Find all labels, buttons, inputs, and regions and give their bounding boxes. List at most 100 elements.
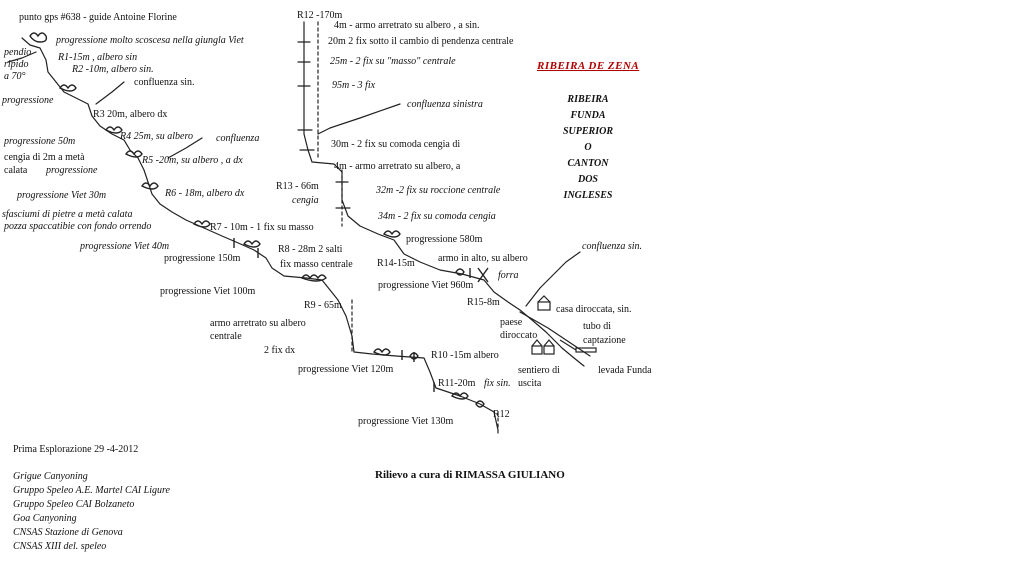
label-l55: progressione Viet 960m	[378, 280, 474, 291]
label-l62: sentiero di	[518, 365, 560, 376]
boulder-cluster-7	[242, 240, 261, 248]
label-l45: 4m - armo arretrato su albero, a	[334, 161, 461, 172]
label-l44: 30m - 2 fix su comoda cengia di	[331, 139, 461, 150]
label-l28: armo arretrato su albero	[210, 318, 306, 329]
label-l21: R7 - 10m - 1 fix su masso	[210, 222, 314, 233]
label-l63: levada Funda	[598, 365, 652, 376]
label-l51: confluenza sin.	[582, 241, 642, 252]
label-l38: R12 -170m	[297, 10, 343, 21]
page-title: RIBEIRA DE ZENA	[537, 60, 640, 72]
label-l31: progressione Viet 120m	[298, 364, 394, 375]
confluenza-branch-2	[167, 137, 203, 159]
label-l48: 32m -2 fix su roccione centrale	[376, 185, 501, 196]
canyon-line-r12	[303, 21, 585, 367]
label-l01: progressione molto scoscesa nella giungl…	[56, 35, 244, 46]
subtitle-line: O	[584, 142, 592, 153]
credit-line: Grigue Canyoning	[13, 471, 88, 482]
label-l03: ripido	[4, 59, 29, 70]
confluenza-sinistra-branch	[317, 103, 401, 135]
label-l19: sfasciumi di pietre a metà calata	[2, 209, 133, 220]
label-l41: 25m - 2 fix su "masso" centrale	[330, 56, 456, 67]
canyon-line-upper	[21, 37, 499, 431]
label-l24: R8 - 28m 2 salti	[278, 244, 343, 255]
boulder-cluster-9	[372, 348, 391, 356]
author-credit: Rilievo a cura di RIMASSA GIULIANO	[375, 469, 565, 481]
label-l13: cengia di 2m a metà	[4, 152, 85, 163]
credits-block: Prima Esplorazione 29 -4-2012 Grigue Can…	[13, 443, 170, 554]
boulder-cluster-5	[140, 182, 159, 190]
label-l33: R11-20m	[438, 378, 476, 389]
label-l26: progressione Viet 100m	[160, 286, 256, 297]
subtitle-block: RIBEIRA FUNDA SUPERIOR O CANTON DOS INGL…	[548, 92, 628, 204]
boulder-cluster-13	[382, 230, 401, 238]
paese-diroccato-icon-2	[543, 345, 555, 355]
label-l30: 2 fix dx	[264, 345, 296, 356]
pendio-branch	[7, 51, 37, 63]
label-l29: centrale	[210, 331, 242, 342]
label-l22: progressione Viet 40m	[80, 241, 170, 252]
credit-line: CNSAS XIII del. speleo	[13, 541, 107, 552]
boulder-cluster-6	[192, 220, 211, 228]
label-l27: R9 - 65m	[304, 300, 342, 311]
label-l56: R15-8m	[467, 297, 500, 308]
label-l05: R1-15m , albero sin	[58, 52, 138, 63]
label-l47: cengia	[292, 195, 319, 206]
label-l14: calata	[4, 165, 28, 176]
label-l15: progressione	[46, 165, 98, 176]
subtitle-line: CANTON	[567, 158, 609, 169]
label-l43: confluenza sinistra	[407, 99, 483, 110]
boulder-cluster-4	[124, 150, 143, 158]
label-l60: tubo di	[583, 321, 612, 332]
boulder-cluster-10	[409, 352, 419, 360]
label-l42: 95m - 3 fix	[332, 80, 376, 91]
label-l53: armo in alto, su albero	[438, 253, 528, 264]
label-l52: R14-15m	[377, 258, 415, 269]
label-l20: pozza spaccatibie con fondo orrendo	[4, 221, 152, 232]
boulder-cluster-11	[450, 392, 469, 400]
label-l16: R5 -20m, su albero , a dx	[142, 155, 243, 166]
boulder-cluster-3	[104, 126, 123, 134]
boulder-cluster-8	[300, 274, 327, 282]
track-line	[519, 311, 591, 357]
label-l46: R13 - 66m	[276, 181, 319, 192]
label-l06: R2 -10m, albero sin.	[72, 64, 154, 75]
casa-diroccata-icon	[537, 301, 551, 311]
label-l07: confluenza sin.	[134, 77, 195, 88]
label-l08: progressione	[2, 95, 54, 106]
label-l39: 4m - armo arretrato su albero , a sin.	[334, 20, 480, 31]
label-l04: a 70°	[4, 71, 26, 82]
label-l35: uscita	[518, 378, 542, 389]
subtitle-line: DOS	[577, 174, 598, 185]
credit-line: Gruppo Speleo A.E. Martel CAI Ligure	[13, 485, 170, 496]
label-l54: forra	[498, 270, 519, 281]
credit-line: Goa Canyoning	[13, 513, 77, 524]
label-l10: progressione 50m	[4, 136, 76, 147]
confluenza-branch-1	[95, 81, 125, 105]
confluenza-sin-branch	[525, 251, 581, 307]
label-l40: 20m 2 fix sotto il cambio di pendenza ce…	[328, 36, 514, 47]
label-l37: progressione Viet 130m	[358, 416, 454, 427]
label-l09: R3 20m, albero dx	[93, 109, 168, 120]
label-l11: R4 25m, su albero	[120, 131, 193, 142]
label-l02: pendio	[4, 47, 32, 58]
label-l50: progressione 580m	[406, 234, 483, 245]
label-l12: confluenza	[216, 133, 260, 144]
subtitle-line: INGLESES	[563, 190, 613, 201]
boulder-cluster-14	[455, 268, 465, 276]
forra-marker	[477, 267, 489, 283]
label-l18: R6 - 18m, albero dx	[165, 188, 245, 199]
label-l59: diroccato	[500, 330, 538, 341]
boulder-cluster-2	[58, 84, 77, 92]
credit-line: Gruppo Speleo CAI Bolzaneto	[13, 499, 135, 510]
boulder-cluster-12	[475, 400, 485, 408]
credit-line: CNSAS Stazione di Genova	[13, 527, 123, 538]
subtitle-line: RIBEIRA	[567, 94, 609, 105]
label-l32: R10 -15m albero	[431, 350, 499, 361]
label-l36: R12	[493, 409, 510, 420]
label-l23: progressione 150m	[164, 253, 241, 264]
subtitle-line: FUNDA	[570, 110, 606, 121]
subtitle-line: SUPERIOR	[562, 126, 613, 137]
paese-diroccato-icon-1	[531, 345, 543, 355]
label-l58: paese	[500, 317, 523, 328]
